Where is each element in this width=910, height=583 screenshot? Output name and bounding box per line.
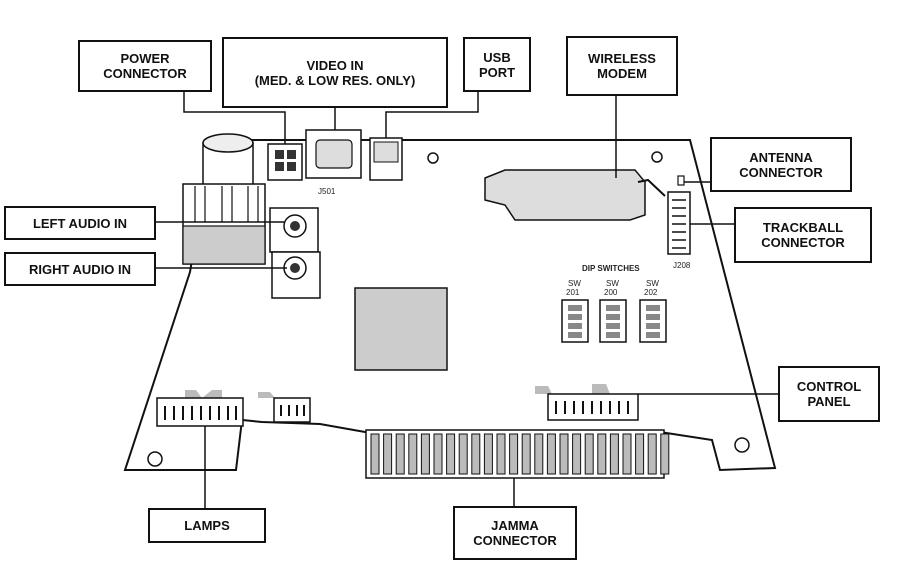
jamma-pin: [547, 434, 555, 474]
jamma-pin: [661, 434, 669, 474]
j501-label: J501: [318, 187, 336, 196]
video-connector: [306, 130, 361, 178]
jamma-pin: [384, 434, 392, 474]
mount-hole: [428, 153, 438, 163]
jamma-edge-connector: [366, 430, 669, 478]
jamma-pin: [623, 434, 631, 474]
dip-switch-200: [600, 300, 626, 342]
callout-line: CONNECTOR: [761, 235, 845, 250]
jamma-pin: [510, 434, 518, 474]
power-connector: [268, 144, 302, 180]
sw200-label-line: 200: [604, 288, 618, 297]
jamma-pin: [585, 434, 593, 474]
callout-line: CONNECTOR: [103, 66, 187, 81]
video-in-callout: VIDEO IN (MED. & LOW RES. ONLY): [222, 37, 448, 108]
antenna-connector-callout: ANTENNA CONNECTOR: [710, 137, 852, 192]
usb-port: [370, 138, 402, 180]
callout-line: WIRELESS: [588, 51, 656, 66]
capacitor: [203, 134, 253, 185]
jamma-pin: [434, 434, 442, 474]
jamma-connector-callout: JAMMA CONNECTOR: [453, 506, 577, 560]
callout-line: CONNECTOR: [739, 165, 823, 180]
main-processor-chip: [355, 288, 447, 370]
callout-line: PANEL: [807, 394, 850, 409]
callout-line: JAMMA: [491, 518, 539, 533]
jamma-pin: [636, 434, 644, 474]
mount-hole: [652, 152, 662, 162]
jamma-pin: [522, 434, 530, 474]
callout-line: LEFT AUDIO IN: [33, 216, 127, 231]
callout-line: VIDEO IN: [306, 58, 363, 73]
jamma-pin: [484, 434, 492, 474]
jamma-pin: [598, 434, 606, 474]
control-panel-callout: CONTROL PANEL: [778, 366, 880, 422]
jamma-pin: [535, 434, 543, 474]
right-audio-in-callout: RIGHT AUDIO IN: [4, 252, 156, 286]
left-audio-in-callout: LEFT AUDIO IN: [4, 206, 156, 240]
jamma-pin: [610, 434, 618, 474]
usb-port-callout: USB PORT: [463, 37, 531, 92]
jamma-pin: [472, 434, 480, 474]
mount-hole: [735, 438, 749, 452]
heatsink: [183, 184, 265, 264]
jamma-pin: [459, 434, 467, 474]
antenna-connector: [678, 176, 684, 185]
trackball-connector: [668, 192, 690, 254]
jamma-pin: [648, 434, 656, 474]
dip-switch-201: [562, 300, 588, 342]
jamma-pin: [409, 434, 417, 474]
jamma-pin: [560, 434, 568, 474]
j208-label: J208: [673, 261, 691, 270]
sw201-label-line: SW: [568, 279, 581, 288]
left-audio-jack: [270, 208, 318, 252]
callout-line: TRACKBALL: [763, 220, 843, 235]
jamma-pin: [497, 434, 505, 474]
jamma-pin: [573, 434, 581, 474]
wireless-modem-callout: WIRELESS MODEM: [566, 36, 678, 96]
callout-line: USB: [483, 50, 510, 65]
mount-hole: [148, 452, 162, 466]
callout-line: CONTROL: [797, 379, 861, 394]
sw200-label-line: SW: [606, 279, 619, 288]
jamma-pin: [396, 434, 404, 474]
jamma-pin: [421, 434, 429, 474]
callout-line: RIGHT AUDIO IN: [29, 262, 131, 277]
wireless-modem: [485, 170, 665, 220]
jamma-pin: [371, 434, 379, 474]
dip-switches-label: DIP SWITCHES: [582, 264, 640, 273]
callout-line: LAMPS: [184, 518, 230, 533]
dip-switch-202: [640, 300, 666, 342]
callout-line: (MED. & LOW RES. ONLY): [255, 73, 416, 88]
power-connector-callout: POWER CONNECTOR: [78, 40, 212, 92]
callout-line: ANTENNA: [749, 150, 813, 165]
callout-line: PORT: [479, 65, 515, 80]
right-audio-jack: [272, 252, 320, 298]
callout-line: MODEM: [597, 66, 647, 81]
sw201-label-line: 201: [566, 288, 580, 297]
callout-line: CONNECTOR: [473, 533, 557, 548]
jamma-pin: [447, 434, 455, 474]
sw202-label-line: SW: [646, 279, 659, 288]
lamps-callout: LAMPS: [148, 508, 266, 543]
callout-line: POWER: [120, 51, 169, 66]
trackball-connector-callout: TRACKBALL CONNECTOR: [734, 207, 872, 263]
sw202-label-line: 202: [644, 288, 658, 297]
